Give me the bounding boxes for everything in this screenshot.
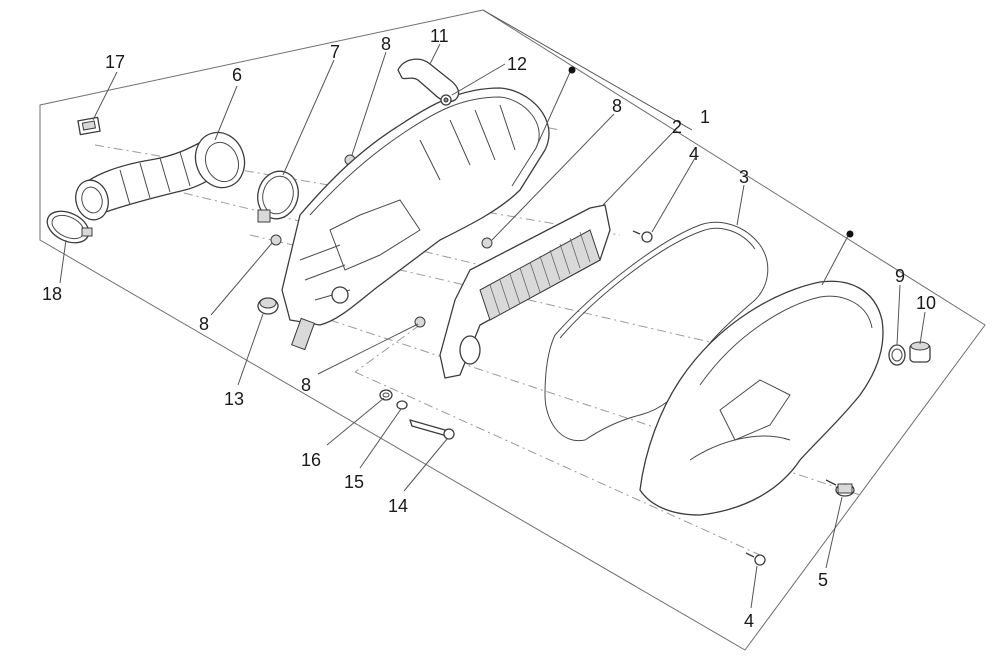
callout-8-left: 8 — [199, 314, 209, 334]
part-8-washers — [270, 154, 493, 328]
screw-upper — [632, 230, 653, 243]
callout-14: 14 — [388, 496, 408, 516]
leader-lines — [59, 9, 926, 609]
part-9-clamp — [888, 344, 906, 366]
air-box-housing — [281, 87, 550, 351]
callout-5: 5 — [818, 570, 828, 590]
reference-dot — [846, 230, 854, 238]
part-6-intake-duct — [75, 131, 246, 221]
part-13-grommet — [257, 297, 279, 315]
screw-lower — [745, 552, 766, 566]
callout-13: 13 — [224, 389, 244, 409]
callout-16: 16 — [301, 450, 321, 470]
callout-4-upper: 4 — [689, 144, 699, 164]
part-4-screws — [632, 230, 766, 566]
callout-3: 3 — [739, 167, 749, 187]
callout-6: 6 — [232, 65, 242, 85]
callout-17: 17 — [105, 52, 125, 72]
reference-dot — [568, 66, 576, 74]
callout-7: 7 — [330, 42, 340, 62]
assembly-frame — [39, 9, 986, 651]
part-5-bolt — [825, 479, 855, 497]
part-7-clamp — [257, 170, 299, 223]
callout-12: 12 — [507, 54, 527, 74]
callout-1: 1 — [700, 107, 710, 127]
callout-8-right: 8 — [612, 96, 622, 116]
callout-18: 18 — [42, 284, 62, 304]
part-17-clip — [77, 116, 101, 136]
part-15-washer — [396, 400, 408, 410]
part-11-hose — [397, 58, 460, 103]
part-10-plug — [909, 341, 931, 363]
part-1-cover — [639, 280, 884, 516]
callout-11: 11 — [430, 26, 449, 46]
callout-2: 2 — [672, 117, 682, 137]
part-16-washer — [379, 389, 393, 401]
callout-8-top: 8 — [381, 34, 391, 54]
callout-15: 15 — [344, 472, 364, 492]
part-18-hose-clamp — [46, 210, 93, 244]
part-14-long-screw — [409, 419, 455, 440]
callout-4-lower: 4 — [744, 611, 754, 631]
part-12-small-clamp — [440, 94, 452, 106]
callout-labels: 1 2 3 4 4 5 6 7 8 8 8 8 9 10 11 12 13 14… — [42, 26, 936, 631]
callout-9: 9 — [895, 266, 905, 286]
callout-8-bottom: 8 — [301, 375, 311, 395]
callout-10: 10 — [916, 293, 936, 313]
part-2-filter-element — [439, 204, 611, 379]
